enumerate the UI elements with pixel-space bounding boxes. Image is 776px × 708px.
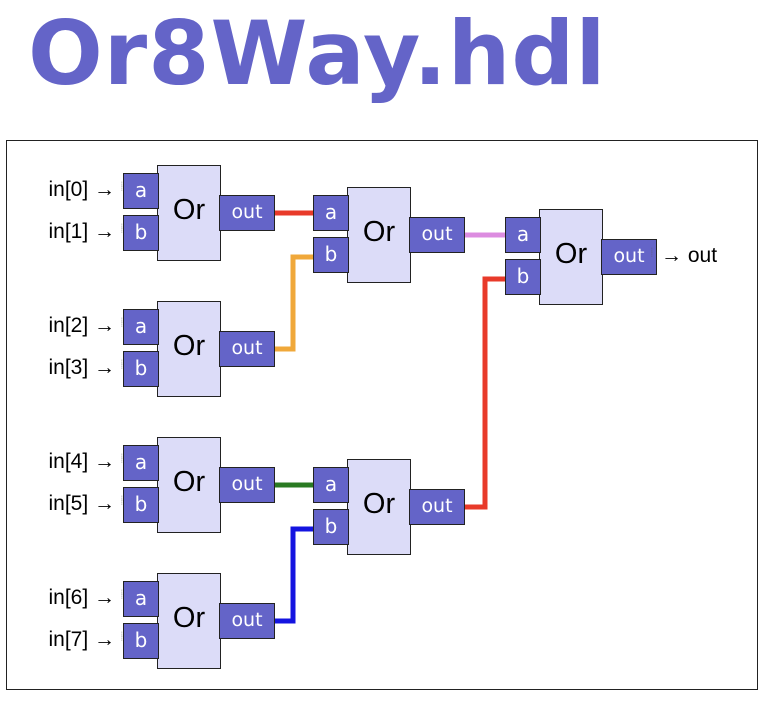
- input-port-a: a: [313, 195, 349, 231]
- or-gate-1: Or: [157, 301, 221, 397]
- connector-dots: ⋮⋮: [119, 453, 125, 464]
- input-port-b: b: [123, 351, 159, 387]
- input-port-a: a: [123, 173, 159, 209]
- output-port: out: [409, 217, 465, 253]
- input-port-b: b: [313, 509, 349, 545]
- input-port-b: b: [505, 259, 541, 295]
- or-gate-label: Or: [362, 216, 396, 248]
- or-gate-label: Or: [362, 488, 396, 520]
- connector-dots: ⋮⋮: [119, 631, 125, 642]
- or-gate-label: Or: [172, 330, 206, 362]
- input-label-in1: in[1] →: [48, 220, 115, 243]
- output-label-out: → out: [661, 244, 718, 267]
- input-port-a: a: [123, 445, 159, 481]
- connector-dots: ⋮⋮: [119, 223, 125, 234]
- or-gate-5: Or: [347, 459, 411, 555]
- wire-or1-to-or4b: [275, 254, 317, 352]
- input-port-a: a: [313, 467, 349, 503]
- connector-dots: ⋮⋮: [119, 589, 125, 600]
- input-label-in2: in[2] →: [48, 314, 115, 337]
- input-label-in6: in[6] →: [48, 586, 115, 609]
- connector-dots: ⋮⋮: [119, 317, 125, 328]
- or-gate-3: Or: [157, 573, 221, 669]
- wire-or3-to-or5b: [275, 526, 317, 624]
- input-port-b: b: [313, 237, 349, 273]
- output-port: out: [219, 467, 275, 503]
- output-port: out: [219, 195, 275, 231]
- output-port: out: [219, 603, 275, 639]
- or-gate-4: Or: [347, 187, 411, 283]
- connector-dots: ⋮⋮: [119, 181, 125, 192]
- input-port-b: b: [123, 487, 159, 523]
- or-gate-label: Or: [172, 194, 206, 226]
- wire-layer: [275, 210, 505, 624]
- input-label-in4: in[4] →: [48, 450, 115, 473]
- input-label-in0: in[0] →: [48, 178, 115, 201]
- or-gate-0: Or: [157, 165, 221, 261]
- input-label-in7: in[7] →: [48, 628, 115, 651]
- or-gate-2: Or: [157, 437, 221, 533]
- connector-dots: ⋮⋮: [649, 247, 655, 258]
- input-port-b: b: [123, 623, 159, 659]
- connector-dots: ⋮⋮: [119, 495, 125, 506]
- output-port: out: [219, 331, 275, 367]
- wire-or5-to-or6b: [465, 276, 505, 510]
- input-label-in3: in[3] →: [48, 356, 115, 379]
- input-port-b: b: [123, 215, 159, 251]
- or-gate-label: Or: [172, 602, 206, 634]
- output-port: out: [409, 489, 465, 525]
- page-title: Or8Way.hdl: [28, 2, 607, 105]
- or-gate-label: Or: [554, 238, 588, 270]
- input-port-a: a: [505, 217, 541, 253]
- connector-dots: ⋮⋮: [119, 359, 125, 370]
- input-port-a: a: [123, 581, 159, 617]
- or-gate-label: Or: [172, 466, 206, 498]
- or-gate-6: Or: [539, 209, 603, 305]
- input-label-in5: in[5] →: [48, 492, 115, 515]
- input-port-a: a: [123, 309, 159, 345]
- output-port: out: [601, 239, 657, 275]
